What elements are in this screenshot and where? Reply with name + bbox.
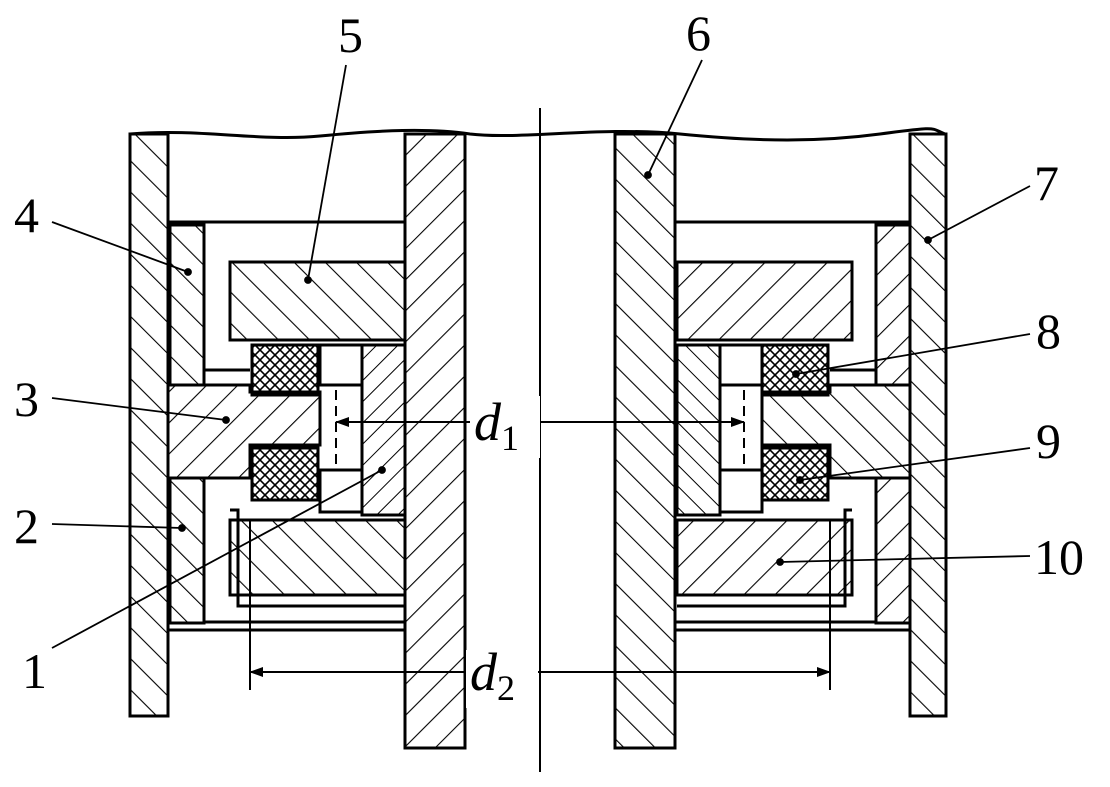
- label-part-4: 4: [14, 187, 39, 243]
- upper-ring-left: [228, 260, 407, 342]
- spacer-lower-left: [318, 468, 364, 514]
- label-part-9: 9: [1036, 413, 1061, 469]
- central-ring-right: [760, 383, 912, 480]
- drawing-geometry: [128, 108, 948, 772]
- upper-frame-left: [202, 232, 250, 372]
- label-part-1: 1: [22, 643, 47, 699]
- shaft-wall-left: [403, 132, 467, 750]
- lower-housing-left: [168, 476, 206, 625]
- leader-1: [51, 469, 383, 649]
- leader-7: [927, 185, 1031, 241]
- upper-housing-right: [874, 223, 912, 387]
- lower-ring-frame-right: [677, 508, 852, 608]
- leader-8: [795, 333, 1031, 375]
- leader-3: [51, 397, 227, 421]
- upper-ring-right: [675, 260, 854, 342]
- dimension-label-d2: d2: [470, 642, 515, 708]
- spacer-upper-right: [718, 343, 764, 387]
- leader-2: [51, 523, 183, 529]
- d2-label-bg: [466, 650, 538, 708]
- sleeve-right: [675, 343, 722, 517]
- leader-6: [647, 59, 703, 176]
- leader-5: [307, 64, 347, 281]
- leader-10: [779, 555, 1031, 563]
- label-part-7: 7: [1034, 155, 1059, 211]
- lower-ring-frame-left: [230, 508, 405, 608]
- outer-wall-right: [908, 132, 948, 718]
- shaft-wall-right: [613, 132, 677, 750]
- spacer-upper-left: [318, 343, 364, 387]
- label-part-10: 10: [1034, 529, 1084, 585]
- label-part-5: 5: [338, 7, 363, 63]
- label-part-8: 8: [1036, 303, 1061, 359]
- leader-4: [51, 221, 189, 273]
- part-number-labels: 1 2 3 4 5 6 7 8 9 10: [14, 5, 1084, 699]
- lower-ring-right: [675, 518, 854, 597]
- seal-upper-left: [250, 343, 320, 397]
- label-part-2: 2: [14, 498, 39, 554]
- lower-ring-left: [228, 518, 407, 597]
- seal-lower-left: [250, 446, 320, 502]
- central-ring-left: [166, 383, 322, 480]
- outer-wall-left: [128, 132, 170, 718]
- label-part-6: 6: [686, 5, 711, 61]
- break-line: [129, 127, 946, 142]
- lower-frame-left: [202, 490, 405, 624]
- lower-frame-right: [675, 490, 878, 624]
- seal-lower-right: [760, 446, 830, 502]
- dimension-label-d1: d1: [474, 392, 519, 458]
- d1-label-bg: [470, 396, 540, 458]
- leader-9: [799, 447, 1031, 481]
- spacer-lower-right: [718, 468, 764, 514]
- sleeve-left: [360, 343, 407, 517]
- label-part-3: 3: [14, 371, 39, 427]
- lower-housing-right: [874, 476, 912, 625]
- upper-housing-left: [168, 223, 206, 387]
- leader-lines: [51, 59, 1031, 649]
- upper-frame-right: [830, 232, 878, 372]
